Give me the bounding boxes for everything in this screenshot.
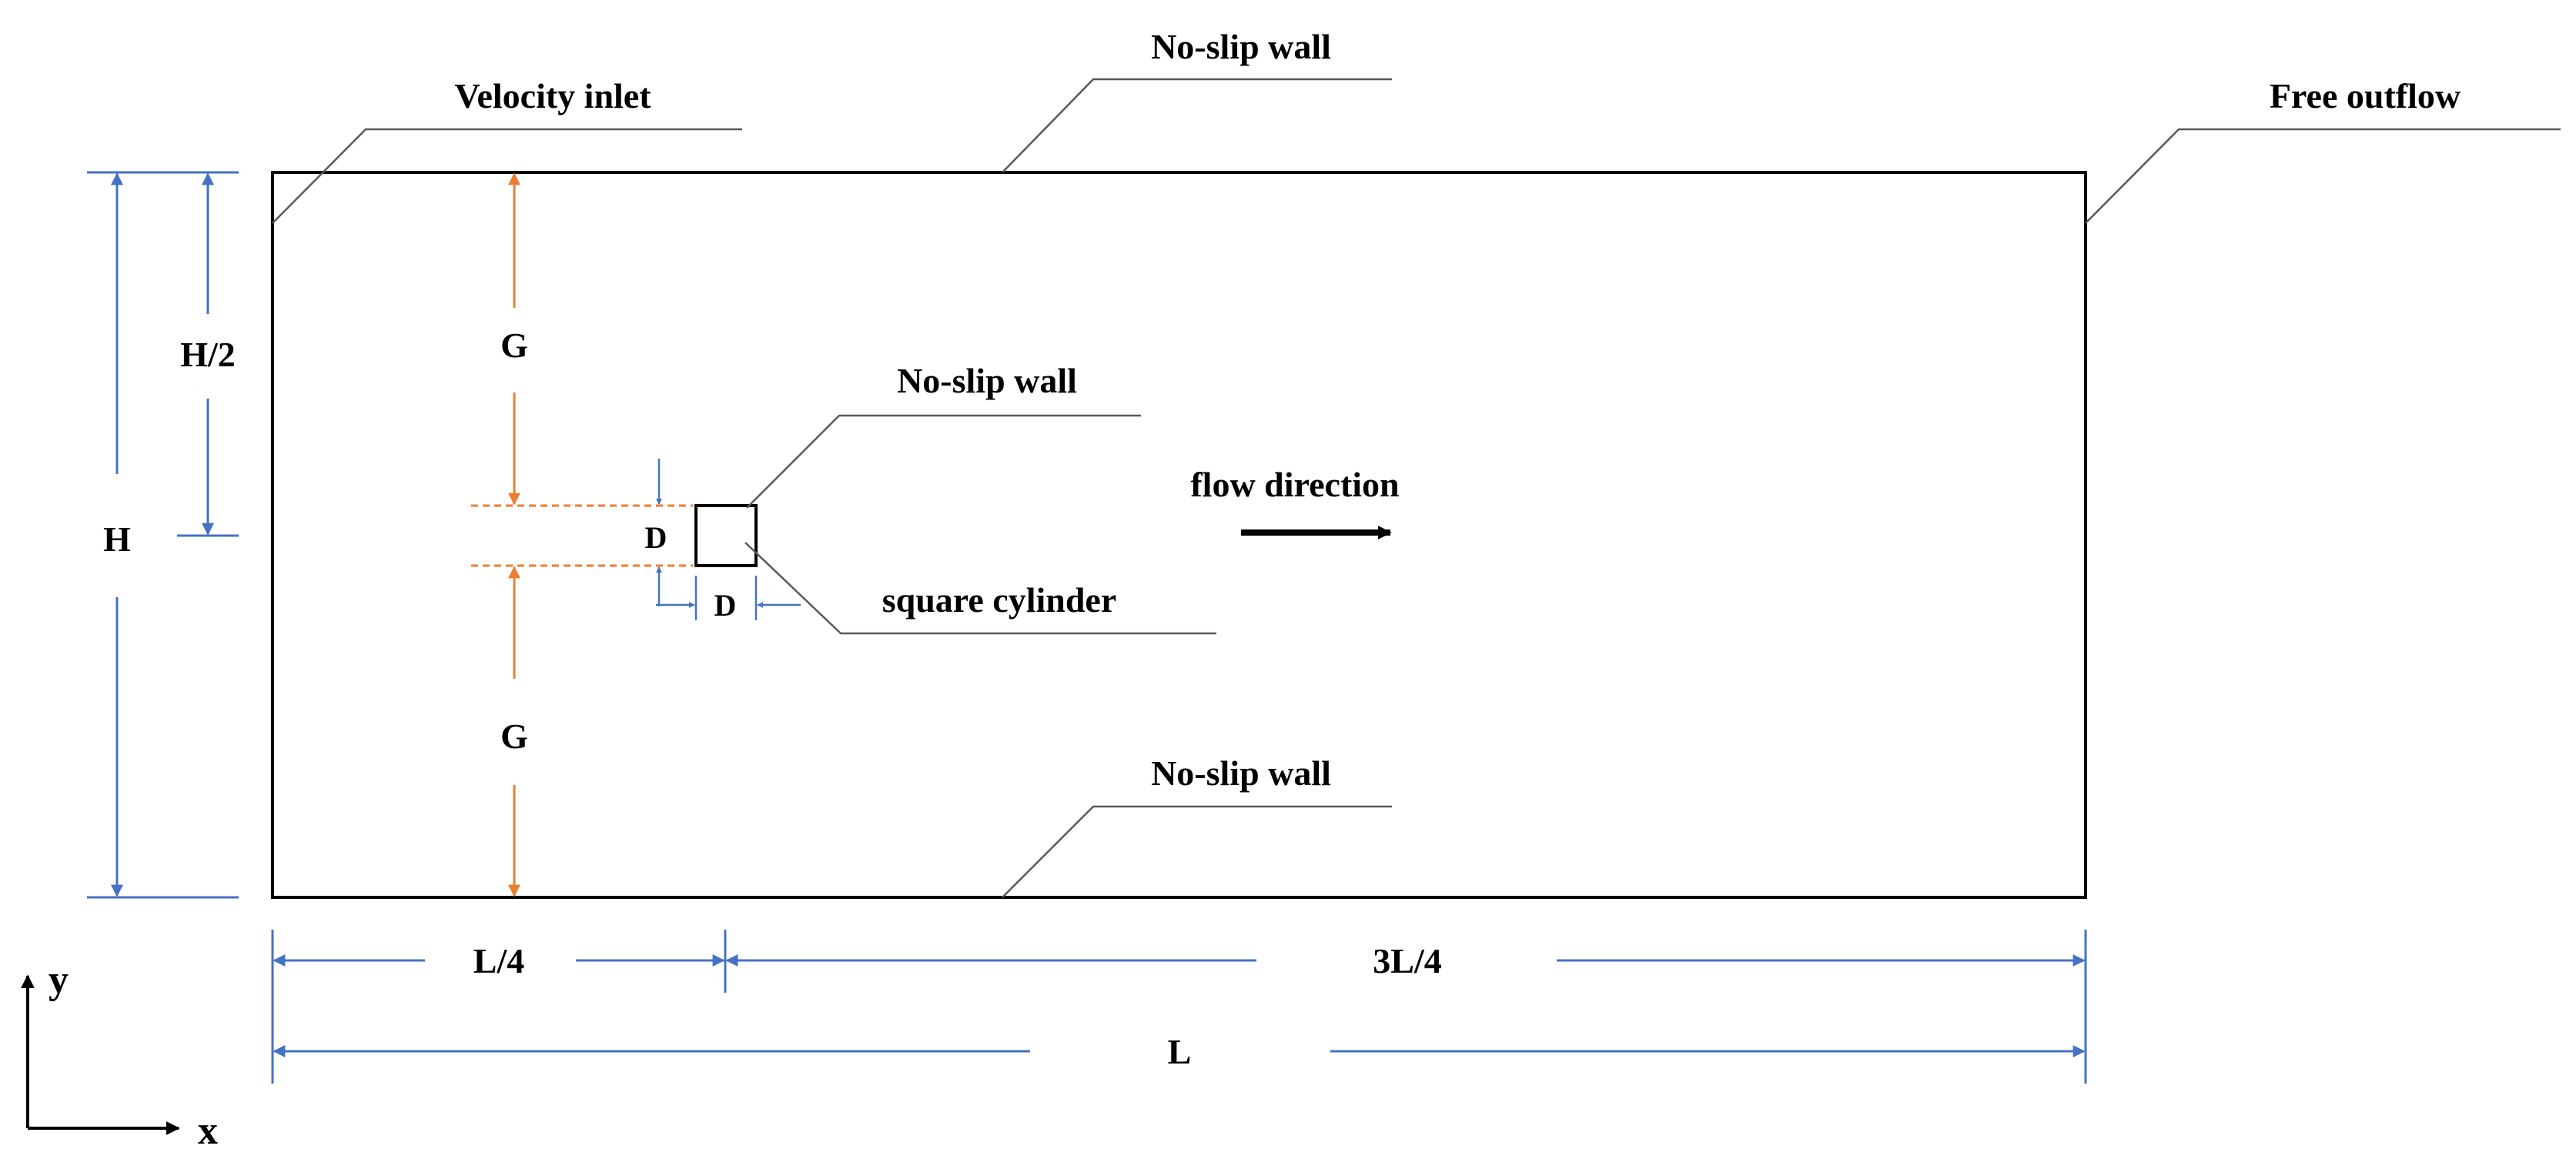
top-wall-label: No-slip wall bbox=[1151, 27, 1331, 66]
h-label: H bbox=[103, 519, 131, 559]
x-axis-label: x bbox=[198, 1109, 218, 1153]
l-three-quarter-label: 3L/4 bbox=[1373, 941, 1441, 980]
velocity-inlet-leader bbox=[272, 128, 742, 224]
square-cylinder-label: square cylinder bbox=[882, 580, 1117, 620]
d-vertical-label: D bbox=[645, 520, 667, 555]
square-cylinder bbox=[694, 504, 758, 567]
g-top-label: G bbox=[500, 326, 528, 365]
bottom-wall-leader bbox=[1002, 805, 1392, 898]
l-quarter-label: L/4 bbox=[473, 941, 524, 980]
l-label: L bbox=[1168, 1032, 1192, 1071]
domain-boundary bbox=[271, 171, 2087, 899]
g-bottom-label: G bbox=[500, 716, 528, 756]
velocity-inlet-label: Velocity inlet bbox=[454, 76, 651, 115]
y-axis-label: y bbox=[49, 958, 69, 1002]
top-wall-leader bbox=[1002, 78, 1392, 173]
outflow-leader bbox=[2085, 128, 2561, 224]
bottom-wall-label: No-slip wall bbox=[1151, 753, 1331, 793]
d-horizontal-label: D bbox=[714, 588, 737, 623]
square-cylinder-leader bbox=[744, 542, 1216, 635]
h-half-label: H/2 bbox=[180, 335, 236, 374]
flow-direction-label: flow direction bbox=[1190, 465, 1399, 504]
cylinder-wall-label: No-slip wall bbox=[897, 361, 1077, 400]
cylinder-wall-leader bbox=[746, 414, 1141, 509]
free-outflow-label: Free outflow bbox=[2270, 76, 2461, 115]
